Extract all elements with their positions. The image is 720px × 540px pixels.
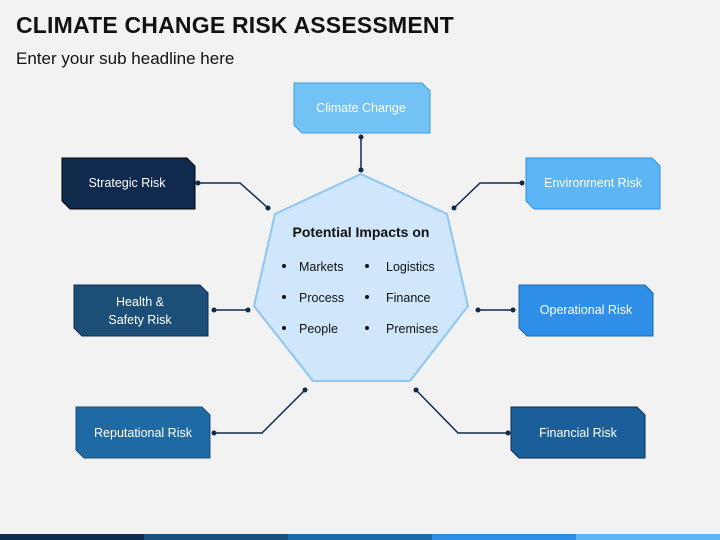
box-environment-risk-shape xyxy=(525,157,661,210)
dot-environment-a xyxy=(519,180,525,186)
box-reputational-risk-label: Reputational Risk xyxy=(94,426,193,440)
box-health-safety-risk-shape xyxy=(73,284,209,337)
center-bullets xyxy=(282,264,369,330)
dot-health-a xyxy=(211,307,217,313)
box-strategic-risk-shape xyxy=(61,157,196,210)
dot-health-b xyxy=(245,307,251,313)
center-heptagon xyxy=(252,172,470,382)
box-health-safety-risk: Health & Safety Risk xyxy=(73,284,209,337)
dot-financial-a xyxy=(505,430,511,436)
box-climate-change: Climate Change xyxy=(293,82,431,134)
box-reputational-risk-shape xyxy=(75,406,211,459)
dot-financial-b xyxy=(413,387,419,393)
box-health-safety-risk-label-1: Health & xyxy=(116,295,165,309)
connector-reputational xyxy=(214,389,306,434)
box-strategic-risk: Strategic Risk xyxy=(61,157,196,210)
bar-segment xyxy=(0,534,144,540)
box-reputational-risk: Reputational Risk xyxy=(75,406,211,459)
bar-segment xyxy=(144,534,288,540)
dot-environment-b xyxy=(451,205,457,211)
impact-item: Process xyxy=(299,291,344,305)
bar-segment xyxy=(432,534,576,540)
box-operational-risk: Operational Risk xyxy=(518,284,654,337)
box-financial-risk: Financial Risk xyxy=(510,406,646,459)
dot-top-b xyxy=(358,167,364,173)
bullet xyxy=(282,326,286,330)
bullet xyxy=(365,264,369,268)
dot-strategic-a xyxy=(195,180,201,186)
bullet xyxy=(282,295,286,299)
dot-strategic-b xyxy=(265,205,271,211)
center-title: Potential Impacts on xyxy=(293,224,430,240)
dot-operational-a xyxy=(510,307,516,313)
box-financial-risk-label: Financial Risk xyxy=(539,426,618,440)
connector-financial xyxy=(415,389,508,434)
bar-segment xyxy=(288,534,432,540)
box-financial-risk-shape xyxy=(510,406,646,459)
bullet xyxy=(365,295,369,299)
impact-item: Finance xyxy=(386,291,431,305)
page-title: CLIMATE CHANGE RISK ASSESSMENT xyxy=(16,12,454,38)
impact-item: Markets xyxy=(299,260,343,274)
bottom-color-bar xyxy=(0,534,720,540)
connector-strategic xyxy=(198,182,269,209)
dot-top-a xyxy=(358,134,364,140)
page-subtitle: Enter your sub headline here xyxy=(16,49,235,68)
impact-item: Premises xyxy=(386,322,438,336)
box-environment-risk: Environment Risk xyxy=(525,157,661,210)
box-climate-change-shape xyxy=(293,82,431,134)
dot-operational-b xyxy=(475,307,481,313)
connector-environment xyxy=(453,182,522,209)
dot-reputational-a xyxy=(211,430,217,436)
bullet xyxy=(365,326,369,330)
connector-dots xyxy=(195,134,525,436)
bullet xyxy=(282,264,286,268)
impact-item: Logistics xyxy=(386,260,435,274)
connectors xyxy=(198,137,522,434)
box-health-safety-risk-label-2: Safety Risk xyxy=(108,313,172,327)
box-environment-risk-label: Environment Risk xyxy=(544,176,643,190)
box-strategic-risk-label: Strategic Risk xyxy=(88,176,166,190)
dot-reputational-b xyxy=(302,387,308,393)
bar-segment xyxy=(576,534,720,540)
box-operational-risk-shape xyxy=(518,284,654,337)
impact-item: People xyxy=(299,322,338,336)
box-climate-change-label: Climate Change xyxy=(316,101,406,115)
box-operational-risk-label: Operational Risk xyxy=(540,303,633,317)
